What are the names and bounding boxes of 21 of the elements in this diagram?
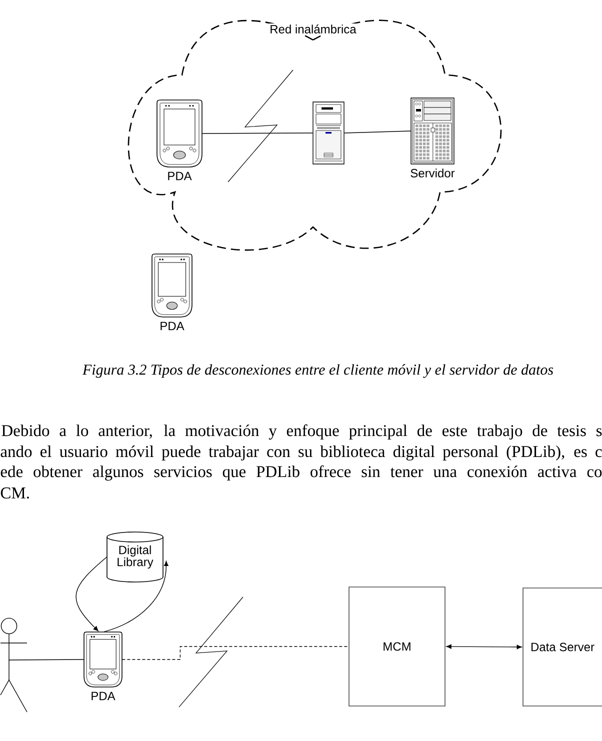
arrow	[104, 560, 168, 632]
desktop-tower	[312, 102, 344, 164]
process-box: MCM	[348, 586, 446, 706]
arrow	[76, 556, 108, 632]
database-cylinder: Digital Library	[106, 532, 164, 582]
stick-figure	[0, 618, 28, 712]
connection-line	[344, 130, 412, 134]
device-label: PDA	[160, 322, 184, 330]
double-headed-arrow	[446, 644, 522, 650]
body-text: ede obtener algunos servicios que PDLib ofrece sin tener una conexión activa co	[0, 465, 602, 481]
body-text: CM.	[0, 487, 29, 499]
device-label: PDA	[92, 692, 116, 700]
connection-line	[8, 659, 84, 660]
connection-line	[202, 132, 314, 134]
process-box: Data Server	[522, 588, 602, 706]
body-text: Debido a lo anterior, la motivación y enfoque principal de este trabajo de tesis s	[2, 424, 602, 440]
figure-caption: Figura 3.2 Tipos de desconexiones entre el cliente móvil y el servidor de datos	[82, 364, 554, 378]
device-label: PDA	[168, 172, 192, 180]
body-text: ando el usuario móvil puede trabajar con su biblioteca digital personal (PDLib), es c	[0, 446, 602, 461]
dashed-line	[122, 646, 349, 660]
device-label: Servidor	[410, 168, 455, 178]
